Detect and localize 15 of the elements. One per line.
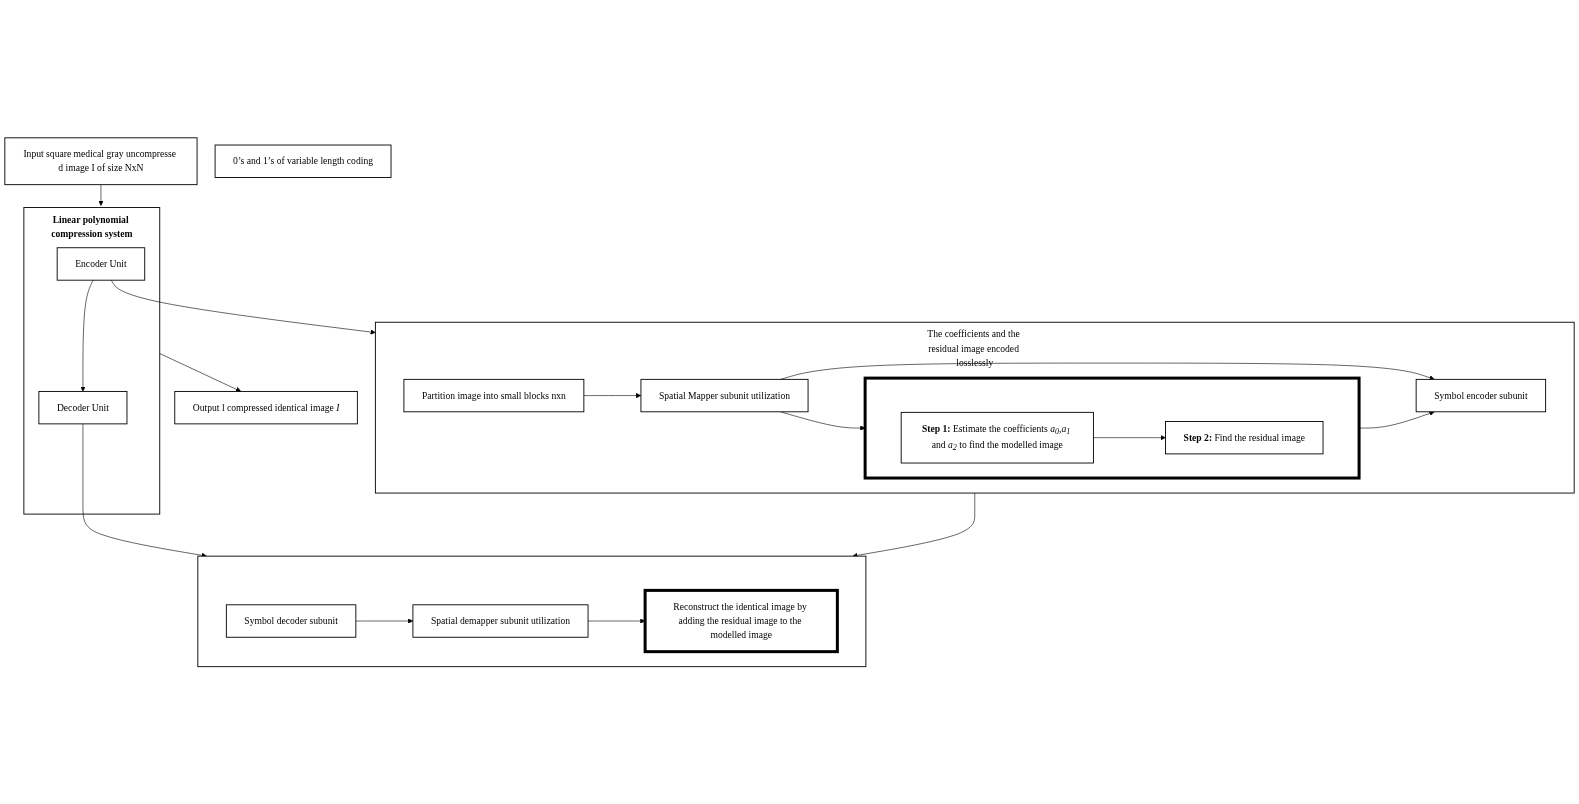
- node-box: Partition image into small blocks nxn: [403, 378, 585, 412]
- node-box: Step 2: Find the residual image: [1165, 420, 1324, 455]
- node-box: 0’s and 1’s of variable length coding: [214, 144, 392, 178]
- node-box: Decoder Unit: [38, 390, 128, 425]
- cluster: [863, 376, 1361, 480]
- node-box: Symbol encoder subunit: [1415, 378, 1547, 412]
- node-box: Step 1: Estimate the coefficients a$_{0}$,a$_{1}$ and a$_{2}$ to find the modelled image: [900, 411, 1094, 464]
- cluster: [197, 555, 867, 667]
- node-box: Symbol decoder subunit: [225, 604, 357, 638]
- node-box: Reconstruct the identical image by adding the residual image to the modelled image: [643, 588, 839, 653]
- node-box: Spatial demapper subunit utilization: [412, 604, 589, 638]
- node-box: Input square medical gray uncompresse d image I of size NxN: [4, 137, 198, 185]
- node-box: Encoder Unit: [56, 247, 146, 281]
- node-box: Output l compressed identical image I: [174, 390, 358, 425]
- node-box: Spatial Mapper subunit utilization: [640, 378, 809, 412]
